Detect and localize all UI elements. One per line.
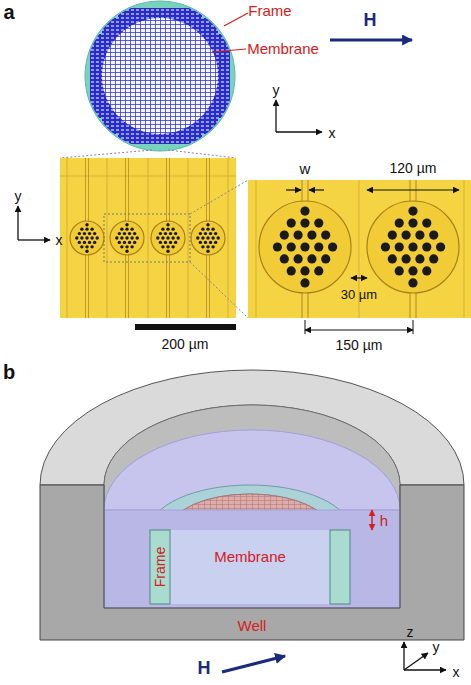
membrane-grid [90,8,230,144]
electrode-line [188,158,189,318]
leader-line [212,49,246,52]
panel-letter: a [3,2,14,22]
dimension-arrow [305,329,413,330]
membrane-disc [70,221,104,255]
well-section [40,485,464,640]
dimension-label: 120 µm [390,161,437,175]
axis-label: y [273,83,280,97]
scale-bar [135,324,236,330]
dimension-label: 30 µm [341,288,377,301]
electrode-line [464,180,465,318]
electrode-lines [60,158,236,318]
membrane-disc [110,221,144,255]
liquid-surface [104,430,400,510]
axis-arrow [403,642,404,670]
axis-arrow [17,206,18,240]
panel-letter: b [3,362,15,382]
height-arrow [371,510,373,530]
field-label: H [364,11,377,29]
frame-disc [85,1,235,151]
well-inner-wall [104,405,400,510]
zoom-box [104,214,190,262]
electrode-lines [256,180,464,318]
electrode-line [67,158,68,318]
axis-arrow [276,131,322,132]
micrograph [60,158,236,318]
axis-label: z [407,625,414,639]
field-arrow [330,39,412,42]
part-label: Well [238,618,267,633]
liquid-overlay [104,430,400,510]
liquid-under-membrane [170,530,330,604]
membrane-disc [367,201,459,293]
part-label: h [380,513,388,528]
dimension-arrow [367,189,459,190]
dimension-label: 150 µm [336,338,383,352]
axis-arrow [275,100,276,132]
electrode-line [256,180,257,318]
axis-arrow [18,239,50,240]
dimension-arrow [309,189,324,190]
membrane-open-area [102,18,218,134]
dimension-label: 200 µm [162,337,209,351]
part-label: Frame [248,3,291,18]
leader-line [224,13,248,26]
axis-arrow [404,653,428,670]
zoom-line [60,150,152,158]
axis-label: x [56,233,63,247]
dimension-arrow [351,277,367,278]
liquid-section [104,510,400,608]
electrode-line [107,158,108,318]
dimension-label: w [300,161,311,176]
extension-line [305,320,413,334]
electrode-line [228,158,229,318]
micrograph [248,180,471,318]
axis-label: y [433,640,440,654]
field-arrow [222,656,285,672]
axis-arrow [404,669,446,670]
part-label: Membrane [247,41,319,56]
zoom-line [190,180,248,214]
dimension-arrow [286,189,301,190]
membrane-disc [259,201,351,293]
part-label: Frame [153,547,167,587]
frame-wall [330,530,350,604]
electrode-line [148,158,149,318]
frame-wall [150,530,170,604]
membrane-disc [151,221,185,255]
axis-label: y [15,189,22,203]
field-label: H [198,659,211,677]
part-label: Membrane [214,549,286,564]
zoom-line [190,262,248,318]
axis-label: x [329,126,336,140]
membrane-disc [191,221,225,255]
zoom-line [168,150,236,158]
axis-label: x [453,665,460,679]
